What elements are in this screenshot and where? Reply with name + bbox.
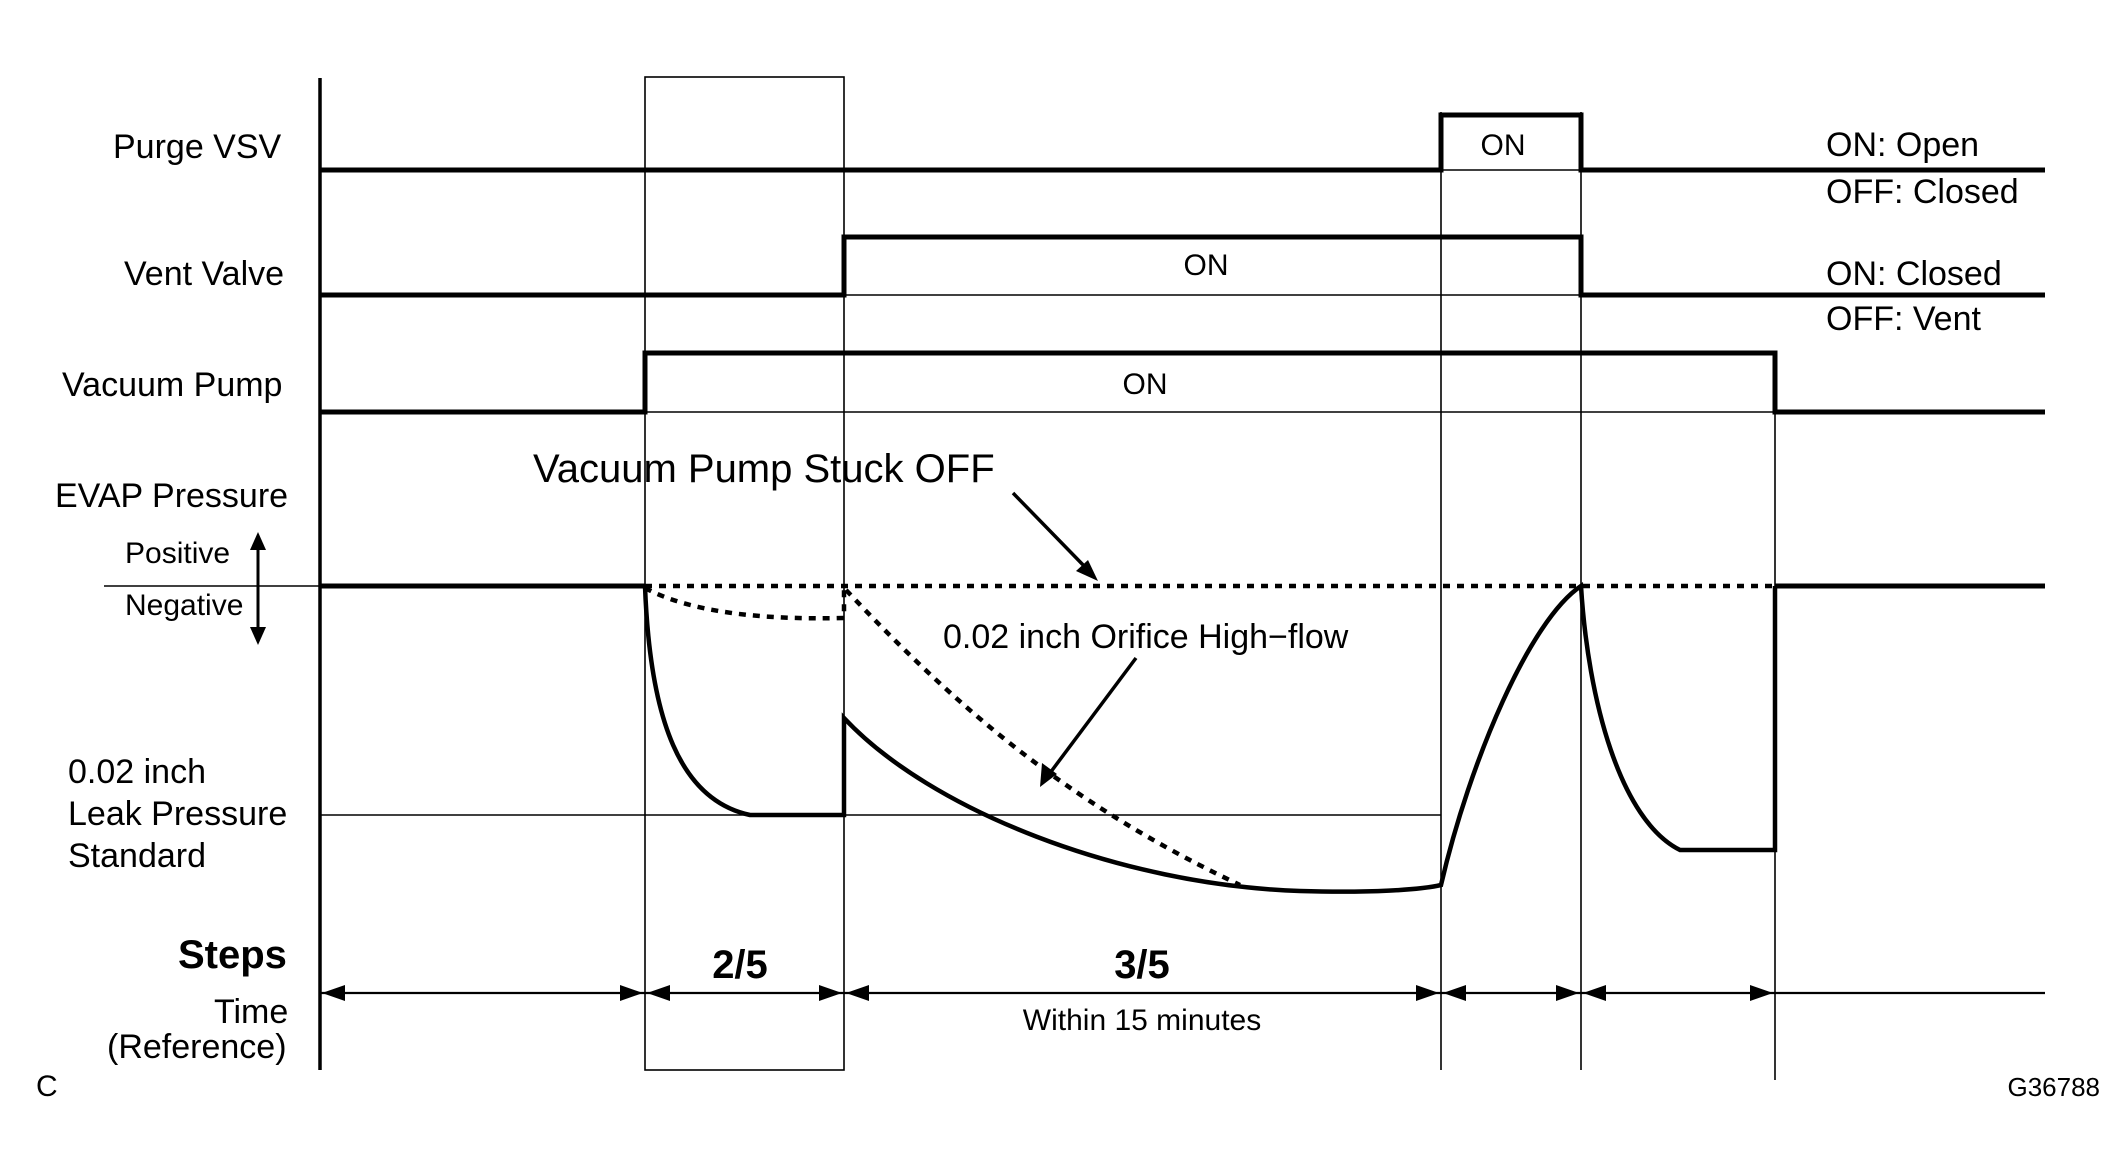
step-2-box: [644, 76, 845, 1071]
step-3-label: 3/5: [1114, 943, 1170, 987]
purge-vsv-state-on: ON: Open: [1826, 126, 1979, 164]
figure-id: G36788: [2007, 1072, 2100, 1102]
pressure-solid-curve: [642, 581, 1778, 894]
step2-dotted-curve: [643, 586, 847, 621]
orifice-annotation: 0.02 inch Orifice High−flow: [943, 618, 1349, 656]
purge-vsv-on-text: ON: [1481, 129, 1526, 162]
orifice-dotted-curve: [844, 588, 1241, 888]
leak-label-line1: 0.02 inch: [68, 753, 206, 791]
stuck-off-arrow: [1011, 491, 1098, 581]
purge-vsv-signal: [320, 112, 2045, 173]
purge-vsv-label: Purge VSV: [113, 128, 282, 166]
step-2-label: 2/5: [712, 943, 768, 987]
time-arrowheads: [322, 985, 1773, 1001]
vacuum-pump-label: Vacuum Pump: [62, 366, 282, 404]
purge-vsv-state-off: OFF: Closed: [1826, 173, 2019, 211]
steps-label: Steps: [178, 933, 287, 977]
negative-label: Negative: [125, 589, 243, 622]
vacuum-pump-signal: [320, 350, 2045, 415]
positive-label: Positive: [125, 537, 230, 570]
evap-pressure-label: EVAP Pressure: [55, 477, 288, 515]
vent-valve-on-text: ON: [1184, 249, 1229, 282]
vent-valve-label: Vent Valve: [124, 255, 284, 293]
leak-label-line3: Standard: [68, 837, 206, 875]
vacuum-pump-on-text: ON: [1123, 368, 1168, 401]
orifice-arrow: [1040, 656, 1138, 787]
reference-label: (Reference): [107, 1028, 287, 1066]
vent-valve-state-on: ON: Closed: [1826, 255, 2002, 293]
corner-letter: C: [36, 1070, 58, 1103]
stuck-off-annotation: Vacuum Pump Stuck OFF: [533, 447, 995, 491]
step-3-note: Within 15 minutes: [1023, 1004, 1261, 1037]
vent-valve-signal: [320, 234, 2045, 298]
positive-negative-arrow: [250, 532, 266, 645]
leak-label-line2: Leak Pressure: [68, 795, 287, 833]
time-label: Time: [214, 993, 288, 1031]
vent-valve-state-off: OFF: Vent: [1826, 300, 1981, 338]
